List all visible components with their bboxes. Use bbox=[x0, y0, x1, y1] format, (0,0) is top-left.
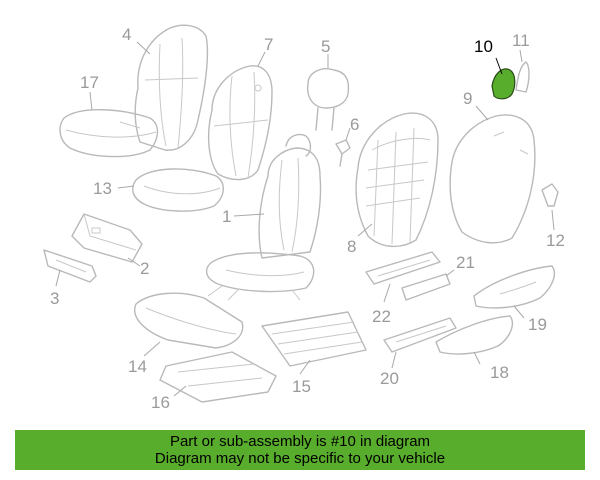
callout-6: 6 bbox=[350, 115, 359, 134]
callout-18: 18 bbox=[490, 363, 509, 382]
part-8-seatback-frame bbox=[355, 112, 439, 247]
callout-21: 21 bbox=[456, 253, 475, 272]
callout-13: 13 bbox=[93, 179, 112, 198]
callout-5: 5 bbox=[321, 37, 330, 56]
part-3-bracket bbox=[43, 249, 97, 283]
part-20-lower-rail bbox=[383, 317, 457, 353]
callout-3: 3 bbox=[50, 289, 59, 308]
part-10-highlighted bbox=[491, 68, 516, 100]
callout-10: 10 bbox=[474, 37, 493, 56]
callout-20: 20 bbox=[380, 369, 399, 388]
callout-22: 22 bbox=[372, 307, 391, 326]
callout-19: 19 bbox=[528, 315, 547, 334]
part-15-spring-mat bbox=[261, 311, 367, 367]
part-18-lower-shield bbox=[435, 315, 514, 355]
part-5-headrest bbox=[307, 68, 350, 131]
part-11-side-trim bbox=[515, 61, 530, 93]
callout-2: 2 bbox=[140, 259, 149, 278]
callout-8: 8 bbox=[347, 237, 356, 256]
part-22-rail bbox=[365, 251, 441, 285]
part-4-seatback-cushion bbox=[134, 24, 209, 151]
callout-4: 4 bbox=[122, 25, 131, 44]
callout-12: 12 bbox=[546, 231, 565, 250]
part-6-headrest-guide bbox=[335, 139, 351, 167]
callout-15: 15 bbox=[292, 377, 311, 396]
callout-7: 7 bbox=[264, 35, 273, 54]
callout-9: 9 bbox=[463, 89, 472, 108]
parts-diagram: 4 17 7 5 6 1 bbox=[43, 24, 565, 412]
callout-11: 11 bbox=[512, 31, 530, 50]
part-7-seatback-cover bbox=[207, 65, 273, 181]
part-13-seat-pad bbox=[132, 168, 224, 212]
callout-16: 16 bbox=[151, 393, 170, 412]
callout-1: 1 bbox=[222, 207, 231, 226]
info-banner: Part or sub-assembly is #10 in diagram D… bbox=[15, 430, 585, 470]
part-19-side-shield bbox=[473, 265, 556, 309]
part-16-base-frame bbox=[159, 351, 277, 403]
part-21-side-bracket bbox=[401, 273, 451, 301]
part-1-seat-assembly bbox=[205, 133, 322, 301]
part-14-seat-pan bbox=[134, 292, 244, 349]
part-9-back-panel bbox=[449, 114, 536, 244]
banner-line-2: Diagram may not be specific to your vehi… bbox=[154, 450, 446, 467]
part-2-housing bbox=[71, 213, 143, 263]
callout-17: 17 bbox=[80, 73, 99, 92]
part-12-clip bbox=[541, 183, 559, 207]
banner-line-1: Part or sub-assembly is #10 in diagram bbox=[169, 433, 431, 450]
callout-14: 14 bbox=[128, 357, 147, 376]
part-17-seat-cushion bbox=[59, 109, 159, 158]
